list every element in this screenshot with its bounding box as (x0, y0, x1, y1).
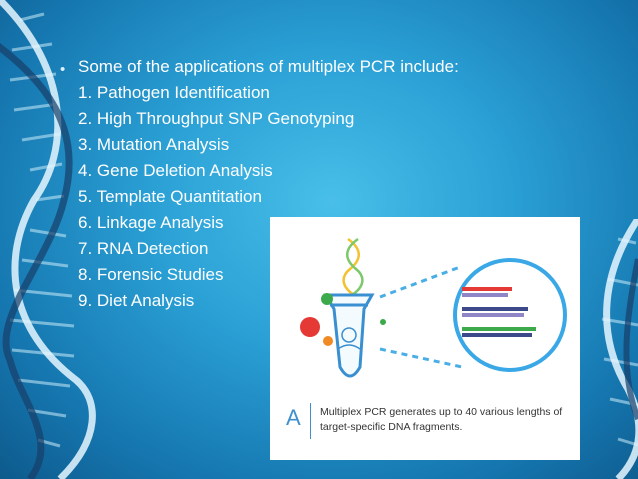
list-item: 8. Forensic Studies (78, 265, 224, 284)
list-item: 1. Pathogen Identification (78, 83, 270, 102)
green-dot (321, 293, 333, 305)
dna-fragment-bars-icon (462, 287, 536, 337)
red-dot (300, 317, 320, 337)
left-dna-helix-icon (0, 0, 96, 479)
slide-text-block: • Some of the applications of multiplex … (60, 54, 548, 314)
orange-dot (323, 336, 333, 346)
figure-label: A (286, 405, 301, 430)
list-item: 9. Diet Analysis (78, 291, 195, 310)
dna-helix-icon (342, 237, 364, 297)
list-item: 7. RNA Detection (78, 239, 209, 258)
bullet-point-icon: • (60, 61, 66, 78)
list-item: 6. Linkage Analysis (78, 213, 224, 232)
list-item: 4. Gene Deletion Analysis (78, 161, 273, 180)
pcr-tube-icon (323, 293, 375, 378)
figure-caption: Multiplex PCR generates up to 40 various… (320, 406, 563, 433)
list-item: 5. Template Quantitation (78, 187, 262, 206)
right-dna-helix-icon (601, 219, 638, 479)
small-green-dot (380, 319, 386, 325)
multiplex-pcr-figure: A Multiplex PCR generates up to 40 vario… (270, 217, 580, 460)
intro-line: Some of the applications of multiplex PC… (78, 57, 459, 76)
caption-divider (310, 403, 311, 439)
figure-illustration (300, 237, 567, 378)
list-item: 3. Mutation Analysis (78, 135, 230, 154)
list-item: 2. High Throughput SNP Genotyping (78, 109, 355, 128)
